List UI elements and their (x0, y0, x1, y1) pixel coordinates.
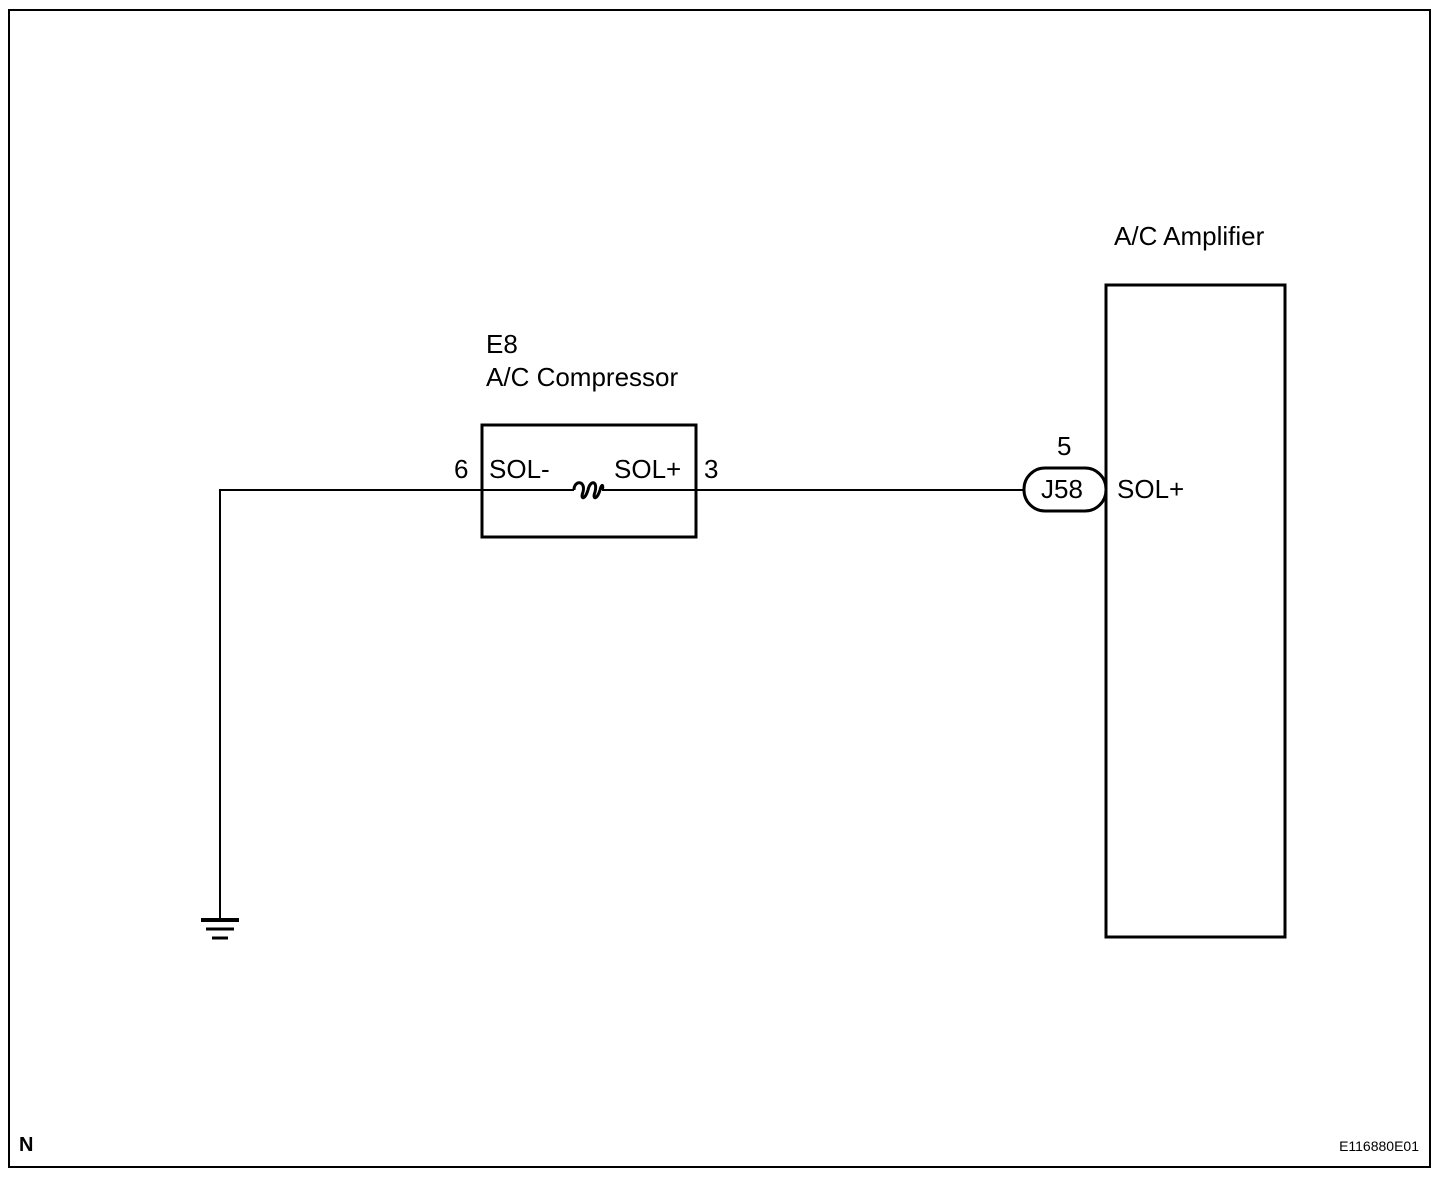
footer-left-code: N (19, 1134, 33, 1156)
solenoid-coil-icon (572, 481, 605, 500)
amplifier-box (1104, 283, 1287, 939)
amplifier-pin-number: 5 (1057, 431, 1071, 461)
figure-id: E116880E01 (1339, 1138, 1419, 1154)
compressor-name: A/C Compressor (486, 362, 678, 392)
compressor-code: E8 (486, 329, 518, 359)
compressor-box (480, 423, 698, 539)
ground-symbol (201, 918, 239, 940)
compressor-pin-left: 6 (454, 454, 468, 484)
compressor-pin-right: 3 (704, 454, 718, 484)
amplifier-name: A/C Amplifier (1114, 221, 1265, 251)
ground-wire (219, 489, 482, 920)
amplifier-terminal: SOL+ (1117, 474, 1184, 504)
compressor-terminal-right: SOL+ (614, 454, 681, 484)
compressor-terminal-left: SOL- (489, 454, 550, 484)
diagram-frame (8, 9, 1431, 1168)
j58-connector-label: J58 (1041, 474, 1083, 504)
